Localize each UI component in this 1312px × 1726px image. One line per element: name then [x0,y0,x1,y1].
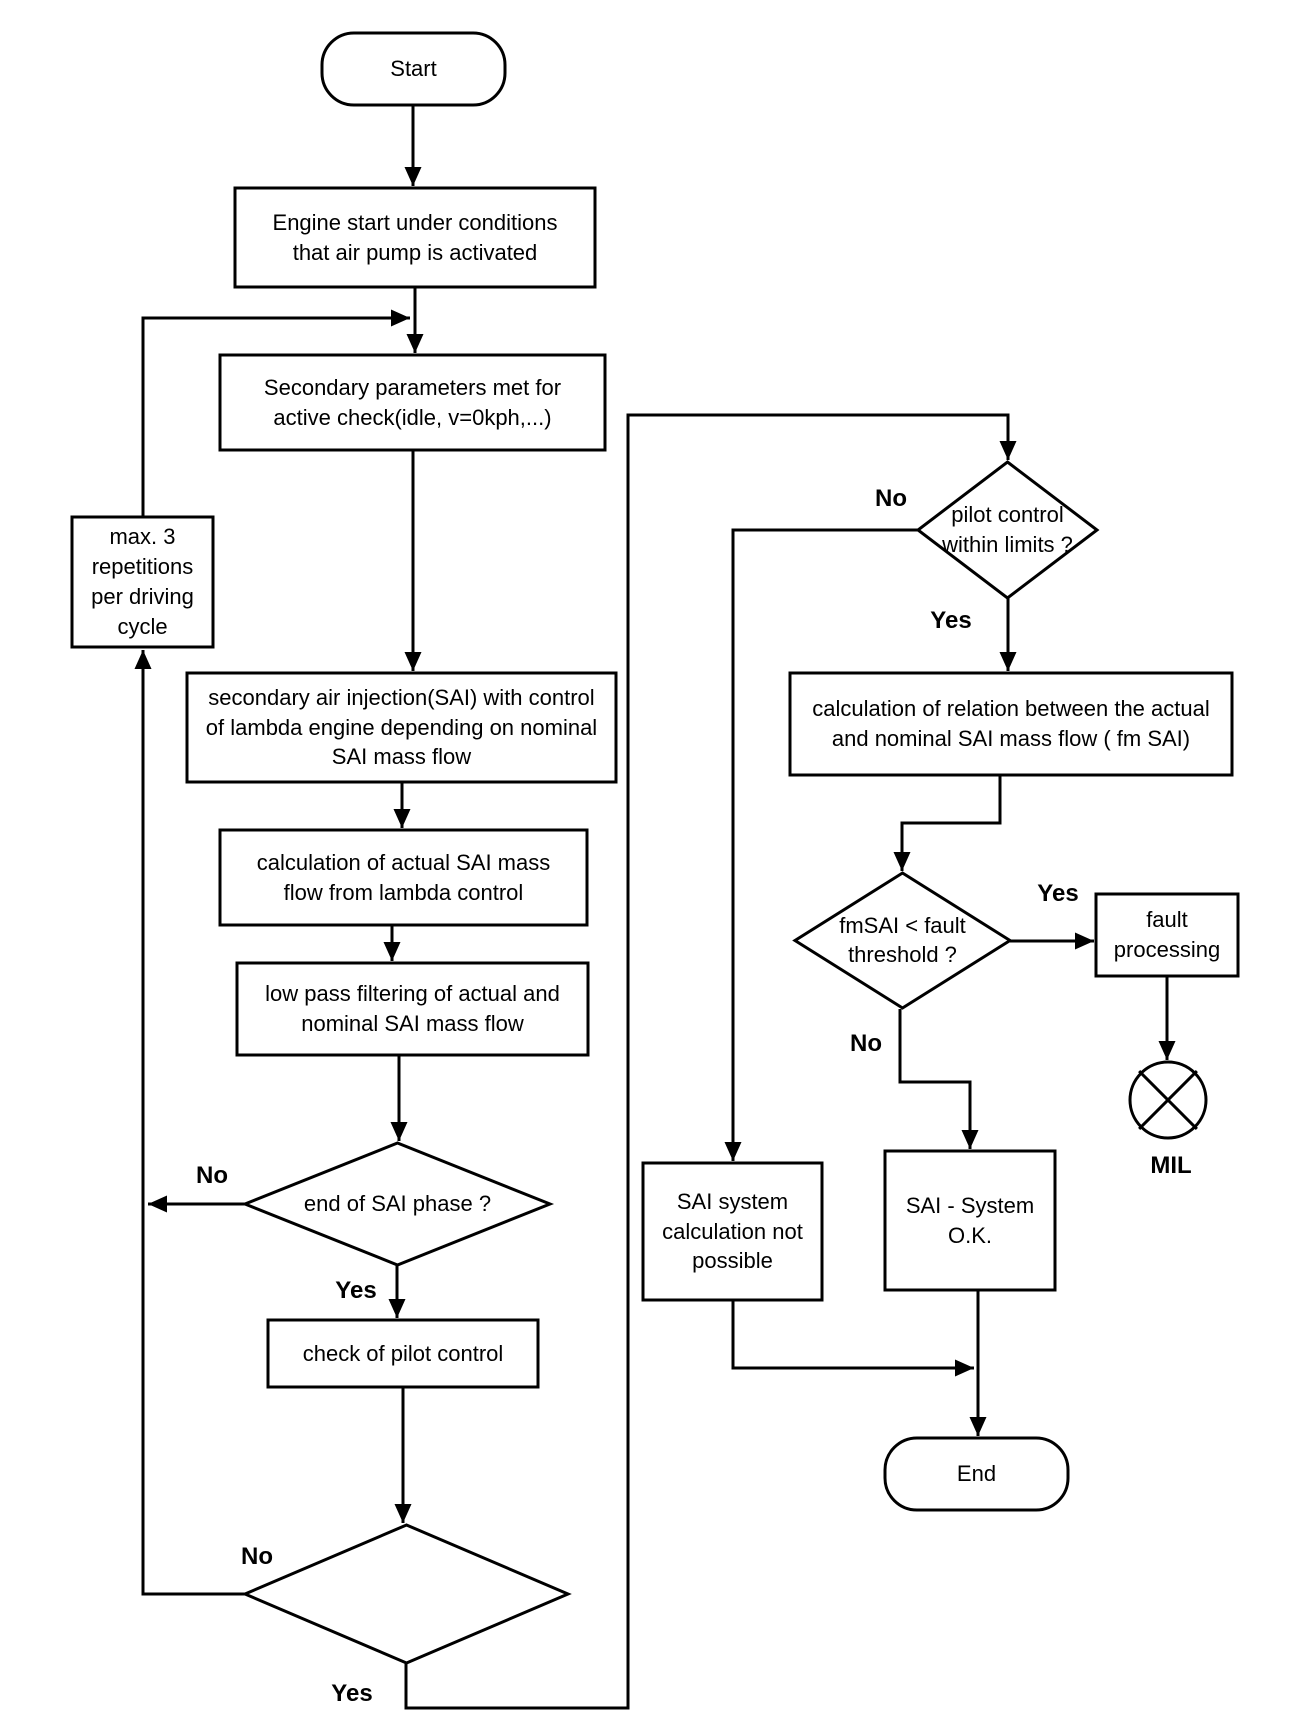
edge-repeat-no-loop [141,650,245,1596]
node-label-sai-ok: SAI - System O.K. [905,1192,1035,1248]
node-label-calc-relation: calculation of relation between the actu… [812,696,1210,751]
arrowhead-start-to-engine [404,167,422,186]
edge-repeat-yes-loop [404,413,1010,1710]
arrowhead-fmsai-no-branch [961,1130,979,1149]
node-label-check-pilot: check of pilot control [302,1340,504,1366]
arrowhead-sai-to-calcactual [393,809,411,828]
node-label-fmsai-threshold: fmSAI < fault threshold ? [839,912,966,968]
node-pilot-limits [915,460,1100,600]
node-label-engine-start: Engine start under conditions that air p… [272,209,558,265]
node-calc-not-possible [641,1161,824,1302]
node-sai-injection [185,671,618,784]
node-secondary-params [218,353,607,452]
node-label-sai-injection: secondary air injection(SAI) with contro… [205,684,598,770]
node-calc-relation [788,671,1234,777]
edge-label-repeat-no: No [241,1543,273,1570]
node-label-pilot-limits: pilot control within limits ? [942,502,1073,557]
arrowhead-max3-feedback [391,309,410,327]
edge-label-fmsai-yes: Yes [1037,880,1079,907]
node-end-sai-phase [240,1141,555,1267]
node-start [320,31,507,107]
node-label-secondary-params: Secondary parameters met for active chec… [263,374,562,430]
edge-label-repeat-yes: Yes [331,1680,373,1707]
edge-label-pilot-no: No [875,485,907,512]
arrowhead-lowpass-to-endsai [390,1122,408,1141]
arrowhead-secondary-to-sai [404,652,422,671]
node-label-start: Start [390,56,437,82]
arrowhead-fault-to-mil [1158,1041,1176,1060]
node-end [883,1436,1070,1512]
arrowhead-repeat-yes-loop [999,441,1017,460]
arrowhead-calcactual-to-lowpass [383,942,401,961]
node-check-pilot [266,1318,540,1389]
arrowhead-endsai-no [148,1195,167,1213]
edge-notpossible-merge [731,1300,974,1370]
edge-fmsai-no-branch [898,1009,972,1149]
arrowhead-engine-to-secondary [406,334,424,353]
arrowhead-fmsai-yes-branch [1075,932,1094,950]
node-label-max3-repetitions: max. 3 repetitions per driving cycle [91,524,194,639]
edge-label-pilot-yes: Yes [930,607,972,634]
mil-x-stroke-2 [1138,1070,1198,1130]
node-fault-processing [1094,892,1240,978]
arrowhead-checkpilot-to-repeat [394,1504,412,1523]
arrowhead-pilot-yes-branch [999,652,1017,671]
arrowhead-calcrel-to-fmsai [893,852,911,871]
edge-label-endsai-yes: Yes [335,1277,377,1304]
edge-label-fmsai-no: No [850,1030,882,1057]
arrowhead-repeat-no-loop [134,650,152,669]
node-fmsai-threshold [792,871,1013,1010]
arrowhead-pilot-no-branch [724,1142,742,1161]
node-repeat-decision [241,1523,572,1665]
node-calc-actual [218,828,589,927]
edge-label-endsai-no: No [196,1162,228,1189]
edge-pilot-no-branch [731,528,918,1161]
arrowhead-notpossible-merge [955,1359,974,1377]
arrowhead-endsai-yes [388,1299,406,1318]
edge-label-mil-caption: MIL [1150,1152,1192,1179]
edge-max3-feedback [141,316,410,517]
node-max3-repetitions [70,515,215,649]
arrowhead-saiok-to-end [969,1417,987,1436]
edge-calcrel-to-fmsai [900,775,1002,871]
node-label-lowpass: low pass filtering of actual and nominal… [265,981,560,1036]
node-engine-start [233,186,597,289]
node-label-calc-actual: calculation of actual SAI mass flow from… [256,849,551,905]
node-sai-ok [883,1149,1057,1292]
node-label-calc-not-possible: SAI system calculation not possible [662,1188,803,1274]
node-label-end-sai-phase: end of SAI phase ? [303,1191,492,1217]
node-label-fault-processing: fault processing [1113,907,1221,962]
node-label-end: End [956,1461,997,1487]
node-lowpass [235,961,590,1057]
